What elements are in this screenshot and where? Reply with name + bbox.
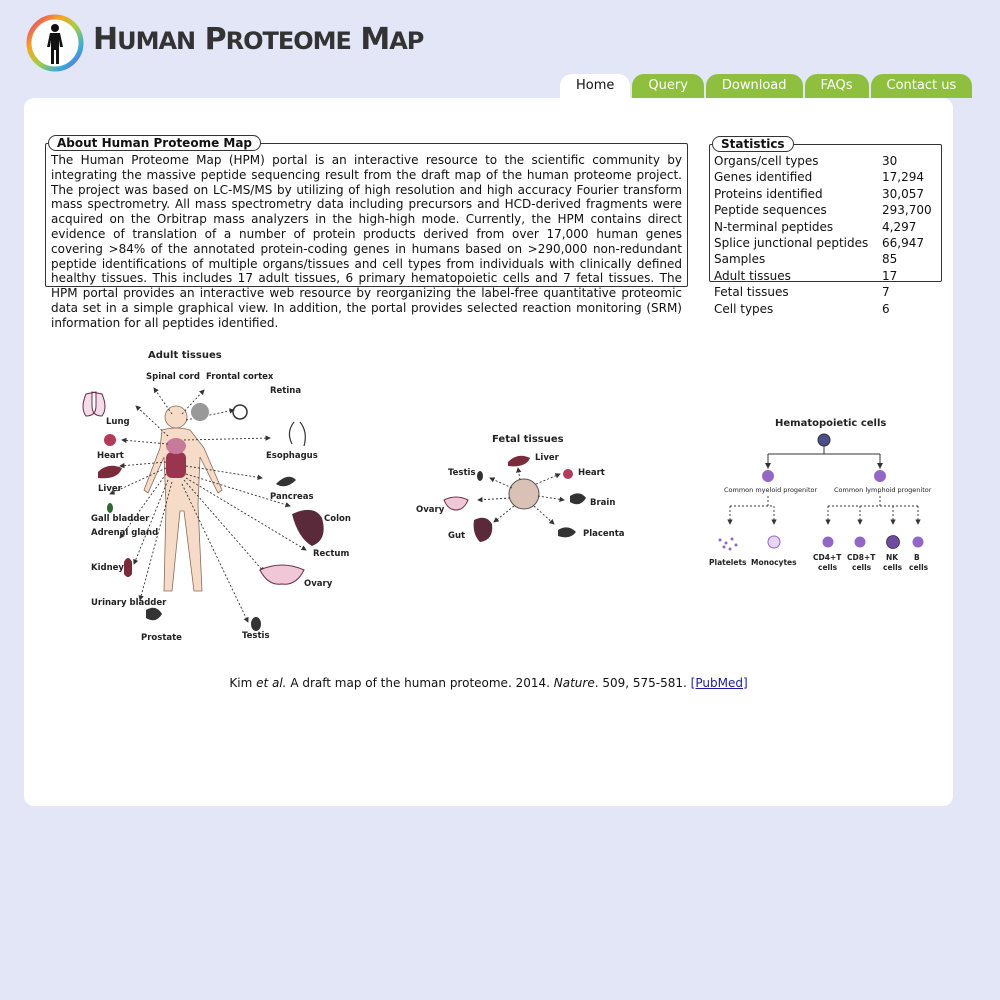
lymphoid-label: Common lymphoid progenitor (834, 486, 932, 494)
adult-label-spinal-cord: Spinal cord (146, 372, 200, 382)
organ-icons (82, 391, 324, 631)
b-cells-label: B (914, 553, 920, 562)
proteome-figure: Adult tissues (82, 350, 932, 643)
adult-label-liver: Liver (98, 484, 123, 494)
monocyte-icon (767, 535, 781, 549)
adult-label-urinary-bladder: Urinary bladder (91, 598, 167, 608)
citation: Kim et al. A draft map of the human prot… (229, 676, 748, 690)
fetus-icon (508, 478, 540, 510)
fetal-label-ovary: Ovary (416, 505, 445, 515)
tab-faqs[interactable]: FAQs (804, 74, 869, 98)
adult-label-testis: Testis (242, 631, 270, 641)
fetal-label-brain: Brain (590, 498, 615, 508)
adult-label-adrenal-gland: Adrenal gland (91, 528, 158, 538)
svg-text:cells: cells (852, 563, 872, 572)
cd8-label: CD8+T (847, 553, 876, 562)
human-body-icon (143, 405, 223, 592)
adult-label-rectum: Rectum (313, 549, 349, 559)
main-nav: Home Query Download FAQs Contact us (560, 74, 973, 98)
about-box: About Human Proteome Map The Human Prote… (45, 135, 688, 330)
platelets-label: Platelets (709, 558, 747, 567)
svg-text:cells: cells (818, 563, 838, 572)
nk-label: NK (886, 553, 899, 562)
about-title: About Human Proteome Map (48, 135, 262, 151)
adult-tissues-diagram: Adult tissues (82, 350, 351, 643)
svg-text:cells: cells (909, 563, 929, 572)
fetal-tissues-title: Fetal tissues (492, 434, 564, 445)
adult-label-kidney: Kidney (91, 563, 124, 573)
myeloid-label: Common myeloid progenitor (724, 486, 818, 494)
about-text: The Human Proteome Map (HPM) portal is a… (51, 153, 682, 330)
adult-label-frontal-cortex: Frontal cortex (206, 372, 274, 382)
fetal-label-placenta: Placenta (583, 529, 625, 539)
adult-label-retina: Retina (270, 386, 301, 396)
adult-label-lung: Lung (106, 417, 130, 427)
tab-contact-us[interactable]: Contact us (870, 74, 973, 98)
hematopoietic-cells-diagram: Hematopoietic cells Common myeloid proge… (709, 418, 932, 572)
adult-label-gall-bladder: Gall bladder (91, 514, 150, 524)
adult-label-colon: Colon (324, 514, 351, 524)
tab-home[interactable]: Home (560, 74, 631, 98)
adult-label-ovary: Ovary (304, 579, 333, 589)
logo-icon (26, 14, 84, 72)
content-panel: About Human Proteome Map The Human Prote… (24, 98, 953, 806)
hematopoietic-title: Hematopoietic cells (775, 418, 886, 429)
tab-download[interactable]: Download (705, 74, 803, 98)
brand-title: HUMAN PROTEOME MAP (93, 22, 424, 57)
monocytes-label: Monocytes (751, 558, 797, 567)
statistics-title: Statistics (712, 136, 794, 152)
fetal-label-gut: Gut (448, 531, 465, 541)
fetal-label-testis: Testis (448, 468, 476, 478)
fetal-tissues-diagram: Fetal tissues Liver Testis Heart Brain (416, 434, 625, 542)
cd4-label: CD4+T (813, 553, 842, 562)
adult-label-pancreas: Pancreas (270, 492, 314, 502)
svg-text:cells: cells (883, 563, 903, 572)
adult-label-prostate: Prostate (141, 633, 182, 643)
adult-label-esophagus: Esophagus (266, 451, 318, 461)
tab-query[interactable]: Query (632, 74, 704, 98)
fetal-label-heart: Heart (578, 468, 605, 478)
adult-tissues-title: Adult tissues (148, 350, 222, 361)
platelets-icon (718, 537, 738, 551)
fetal-label-liver: Liver (535, 453, 560, 463)
adult-label-heart: Heart (97, 451, 124, 461)
pubmed-link[interactable]: [PubMed] (690, 676, 748, 690)
